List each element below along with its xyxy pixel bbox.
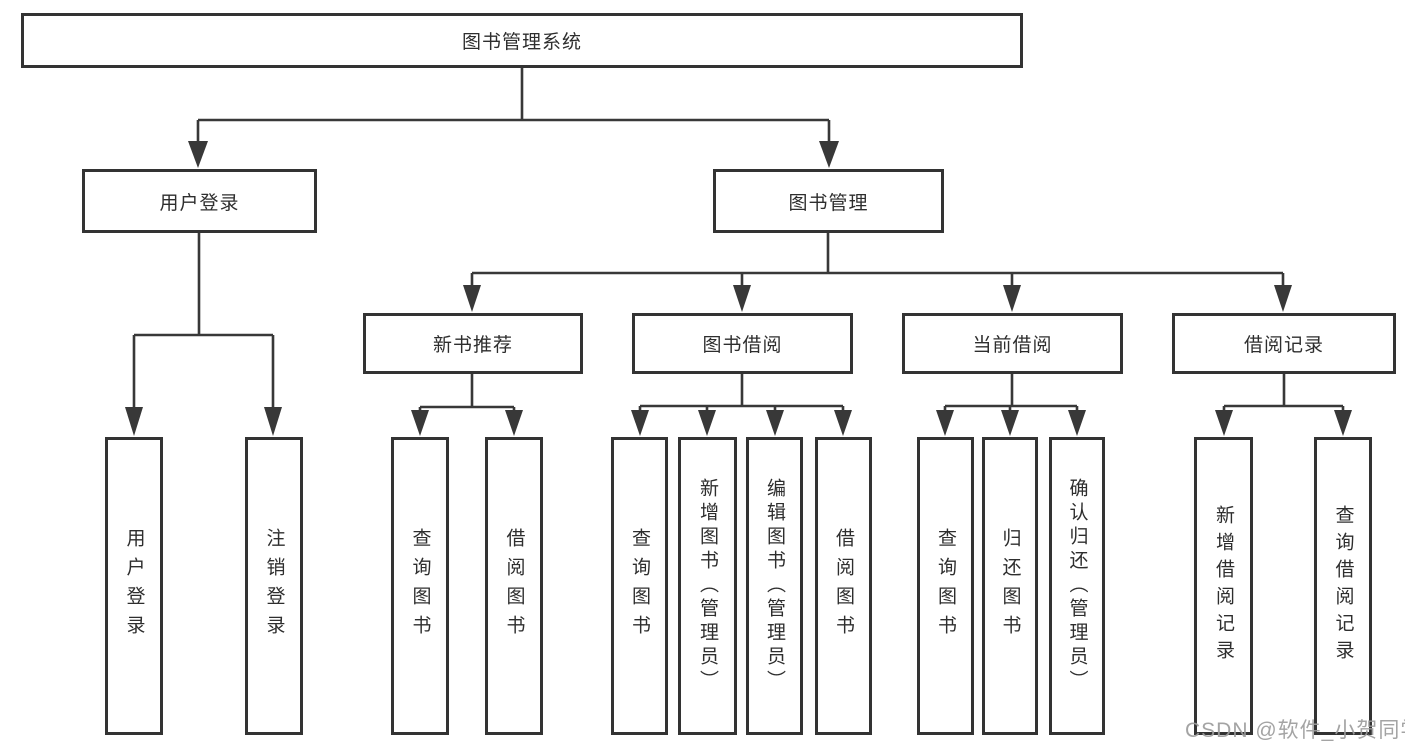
leaf-user-login: 用户登录 — [105, 437, 163, 735]
leaf-query-books-borrow-label: 查询图书 — [629, 528, 650, 644]
leaf-confirm-return-admin-label: 确认归还（管理员） — [1066, 478, 1088, 694]
leaf-query-books-current: 查询图书 — [917, 437, 974, 735]
node-new-book-recommend-label: 新书推荐 — [432, 335, 513, 356]
node-root-label: 图书管理系统 — [461, 32, 582, 53]
node-new-book-recommend: 新书推荐 — [363, 313, 583, 374]
leaf-query-books-borrow: 查询图书 — [611, 437, 668, 735]
connector-lines — [132, 68, 1345, 412]
node-current-borrow: 当前借阅 — [902, 313, 1123, 374]
leaf-query-borrow-record-label: 查询借阅记录 — [1332, 505, 1354, 667]
leaf-add-borrow-record-label: 新增借阅记录 — [1213, 505, 1234, 667]
leaf-query-books-recommend: 查询图书 — [391, 437, 449, 735]
arrowhead-icons — [125, 141, 1352, 436]
leaf-logout-label: 注销登录 — [263, 528, 285, 644]
leaf-borrow-books-borrow: 借阅图书 — [815, 437, 872, 735]
leaf-borrow-books-borrow-label: 借阅图书 — [833, 528, 854, 644]
node-user-login-label: 用户登录 — [159, 192, 240, 214]
node-user-login: 用户登录 — [82, 169, 317, 233]
leaf-query-books-current-label: 查询图书 — [935, 528, 956, 644]
node-current-borrow-label: 当前借阅 — [972, 335, 1053, 356]
node-borrow-records: 借阅记录 — [1172, 313, 1396, 374]
leaf-add-borrow-record: 新增借阅记录 — [1194, 437, 1253, 735]
leaf-borrow-books-recommend: 借阅图书 — [485, 437, 543, 735]
leaf-query-books-recommend-label: 查询图书 — [409, 528, 431, 644]
leaf-query-borrow-record: 查询借阅记录 — [1314, 437, 1372, 735]
leaf-return-books: 归还图书 — [982, 437, 1038, 735]
leaf-user-login-label: 用户登录 — [123, 528, 145, 644]
node-root: 图书管理系统 — [21, 13, 1023, 68]
leaf-add-book-admin-label: 新增图书（管理员） — [697, 478, 718, 694]
node-book-management-label: 图书管理 — [788, 192, 869, 214]
leaf-edit-book-admin-label: 编辑图书（管理员） — [764, 478, 785, 694]
node-book-borrow-label: 图书借阅 — [702, 335, 783, 356]
leaf-confirm-return-admin: 确认归还（管理员） — [1049, 437, 1105, 735]
leaf-edit-book-admin: 编辑图书（管理员） — [746, 437, 803, 735]
node-borrow-records-label: 借阅记录 — [1243, 335, 1324, 356]
leaf-logout: 注销登录 — [245, 437, 303, 735]
leaf-add-book-admin: 新增图书（管理员） — [678, 437, 737, 735]
node-book-borrow: 图书借阅 — [632, 313, 853, 374]
leaf-return-books-label: 归还图书 — [999, 528, 1021, 644]
node-book-management: 图书管理 — [713, 169, 944, 233]
leaf-borrow-books-recommend-label: 借阅图书 — [503, 528, 525, 644]
